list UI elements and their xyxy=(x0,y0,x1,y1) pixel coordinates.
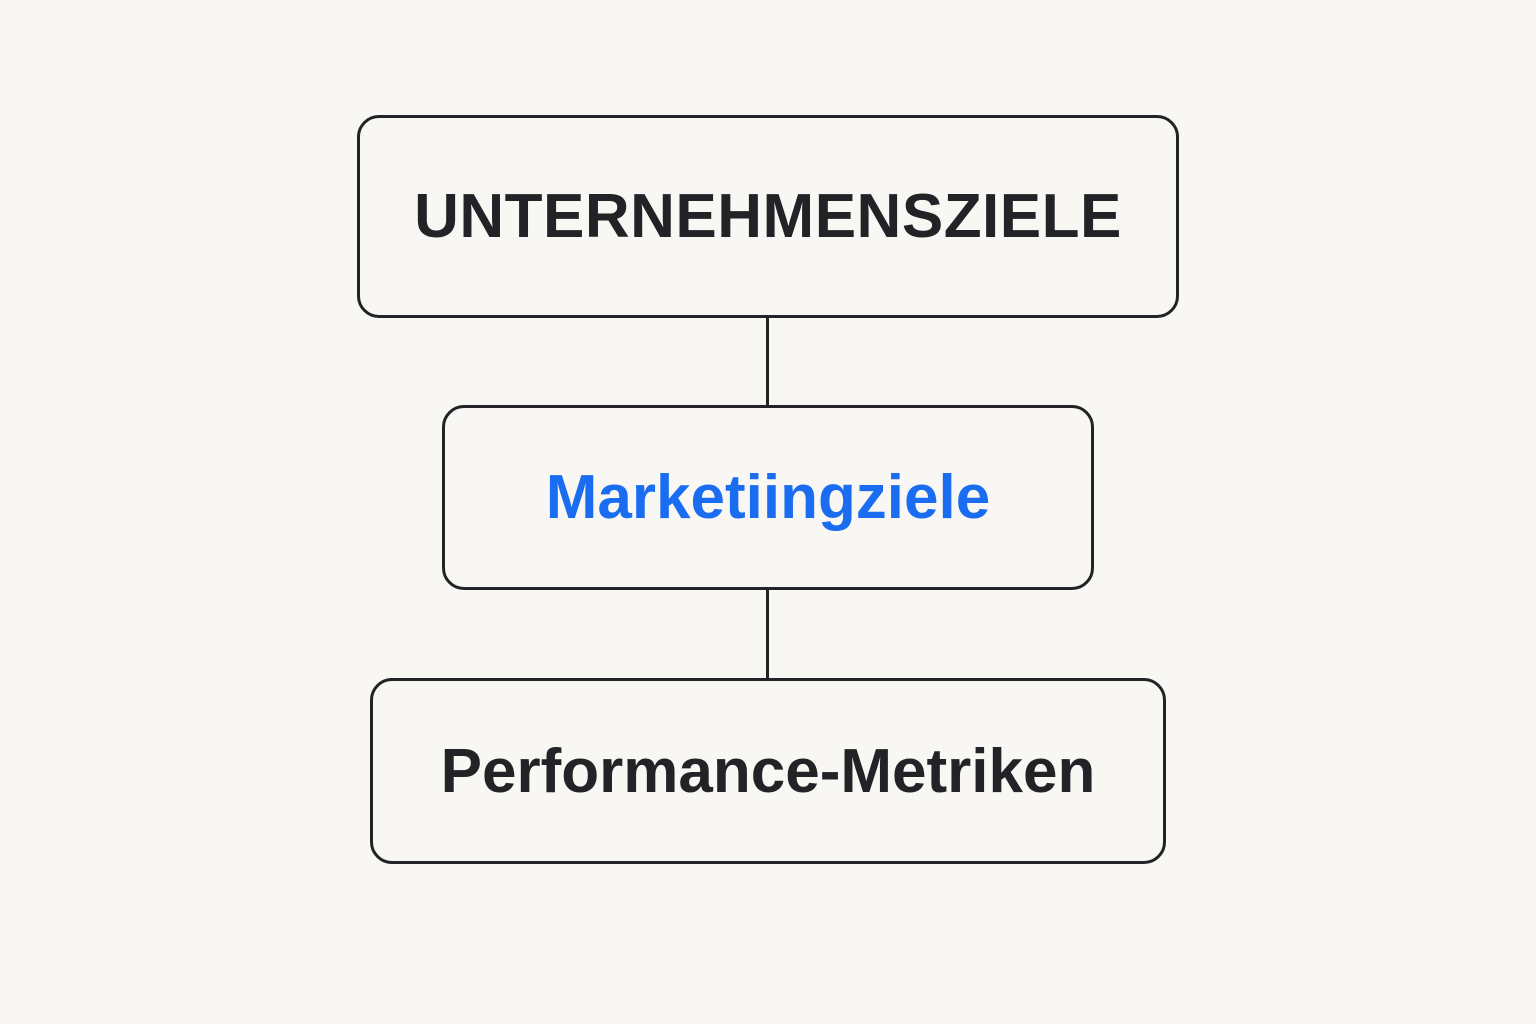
connector-line-top xyxy=(766,318,769,405)
connector-line-bottom xyxy=(766,590,769,678)
node-performance-metriken: Performance-Metriken xyxy=(370,678,1166,864)
node-marketingziele: Marketiingziele xyxy=(442,405,1094,590)
node-unternehmensziele: UNTERNEHMENSZIELE xyxy=(357,115,1179,318)
node-label-marketingziele: Marketiingziele xyxy=(545,463,991,532)
node-label-performance-metriken: Performance-Metriken xyxy=(440,736,1096,806)
node-label-unternehmensziele: UNTERNEHMENSZIELE xyxy=(414,182,1122,251)
